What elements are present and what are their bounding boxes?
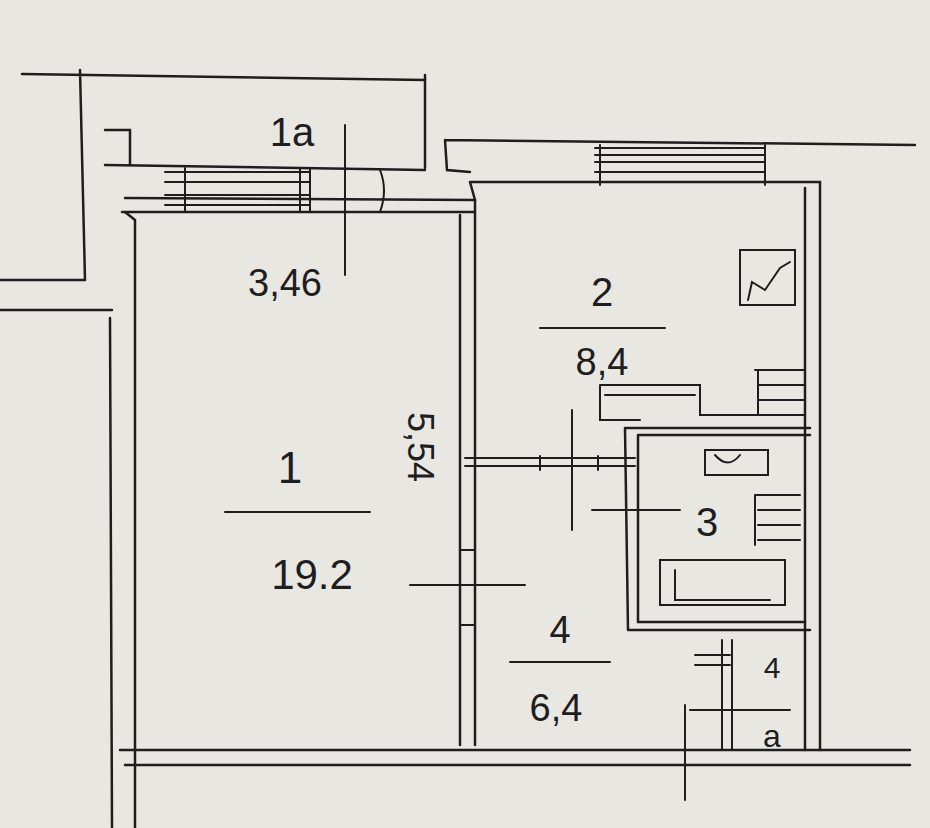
room-area: 19.2 bbox=[271, 554, 353, 596]
room-number: 3 bbox=[696, 502, 718, 542]
dimension: 3,46 bbox=[248, 264, 322, 302]
room-number: 4 bbox=[549, 611, 570, 649]
dimension: 5,54 bbox=[402, 412, 438, 482]
room-number: 1а bbox=[270, 112, 315, 152]
room-suffix: а bbox=[763, 720, 781, 752]
room-area: 8,4 bbox=[576, 343, 629, 381]
room-area: 6,4 bbox=[530, 689, 583, 727]
room-number: 4 bbox=[764, 653, 781, 683]
room-number: 2 bbox=[591, 272, 613, 312]
room-number: 1 bbox=[278, 446, 302, 490]
